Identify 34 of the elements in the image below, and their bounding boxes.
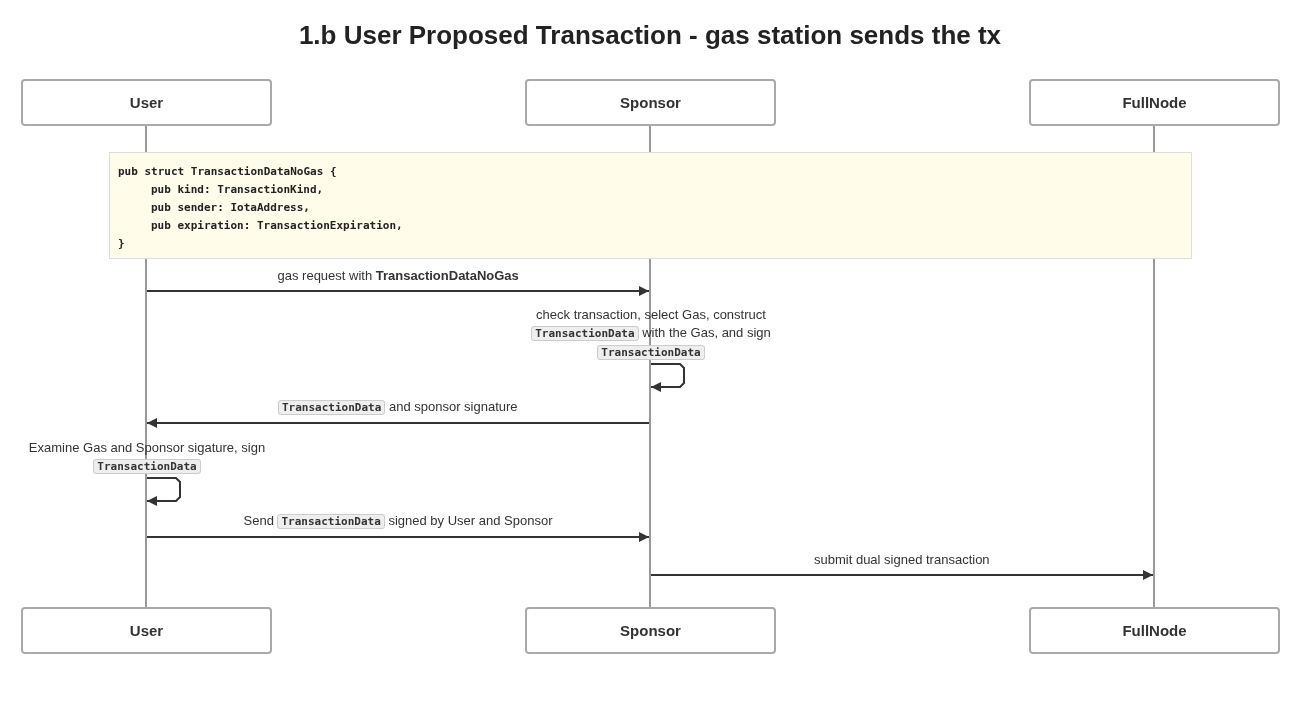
lifeline (649, 126, 651, 607)
code-line: } (118, 236, 125, 252)
participant-name: Sponsor (620, 94, 681, 111)
participant-box (1029, 79, 1280, 126)
message-arrow (146, 532, 650, 542)
message-label: check transaction, select Gas, construct TransactionData with the Gas, and sign TransactionData (526, 306, 776, 362)
participant-box (525, 607, 776, 654)
participant-box (21, 607, 272, 654)
participant-box (525, 79, 776, 126)
message-label: Examine Gas and Sponsor sigature, sign TransactionData (27, 439, 267, 476)
message-label: Send TransactionData signed by User and Sponsor (243, 512, 553, 531)
code-line: pub struct TransactionDataNoGas { (118, 164, 337, 180)
participant-name: Sponsor (620, 622, 681, 639)
participant-name: FullNode (1122, 94, 1187, 111)
lifeline (145, 126, 147, 607)
code-line: pub sender: IotaAddress, (150, 200, 310, 216)
participant-box (1029, 607, 1280, 654)
code-line: pub expiration: TransactionExpiration, (150, 218, 403, 234)
participant-name: User (129, 94, 164, 111)
message-arrow (650, 570, 1154, 580)
self-message-arrow (650, 363, 685, 392)
participant-box (21, 79, 272, 126)
message-label: gas request with TransactionDataNoGas (277, 267, 519, 285)
lifeline (1153, 126, 1155, 607)
message-arrow (146, 418, 650, 428)
code-line: pub kind: TransactionKind, (150, 182, 324, 198)
diagram-title: 1.b User Proposed Transaction - gas station sends the tx (297, 20, 1003, 51)
self-message-arrow (146, 477, 181, 506)
message-label: TransactionData and sponsor signature (278, 398, 518, 417)
message-label: submit dual signed transaction (814, 551, 990, 569)
participant-name: FullNode (1122, 622, 1187, 639)
message-arrow (146, 286, 650, 296)
code-note (109, 152, 1192, 259)
participant-name: User (129, 622, 164, 639)
